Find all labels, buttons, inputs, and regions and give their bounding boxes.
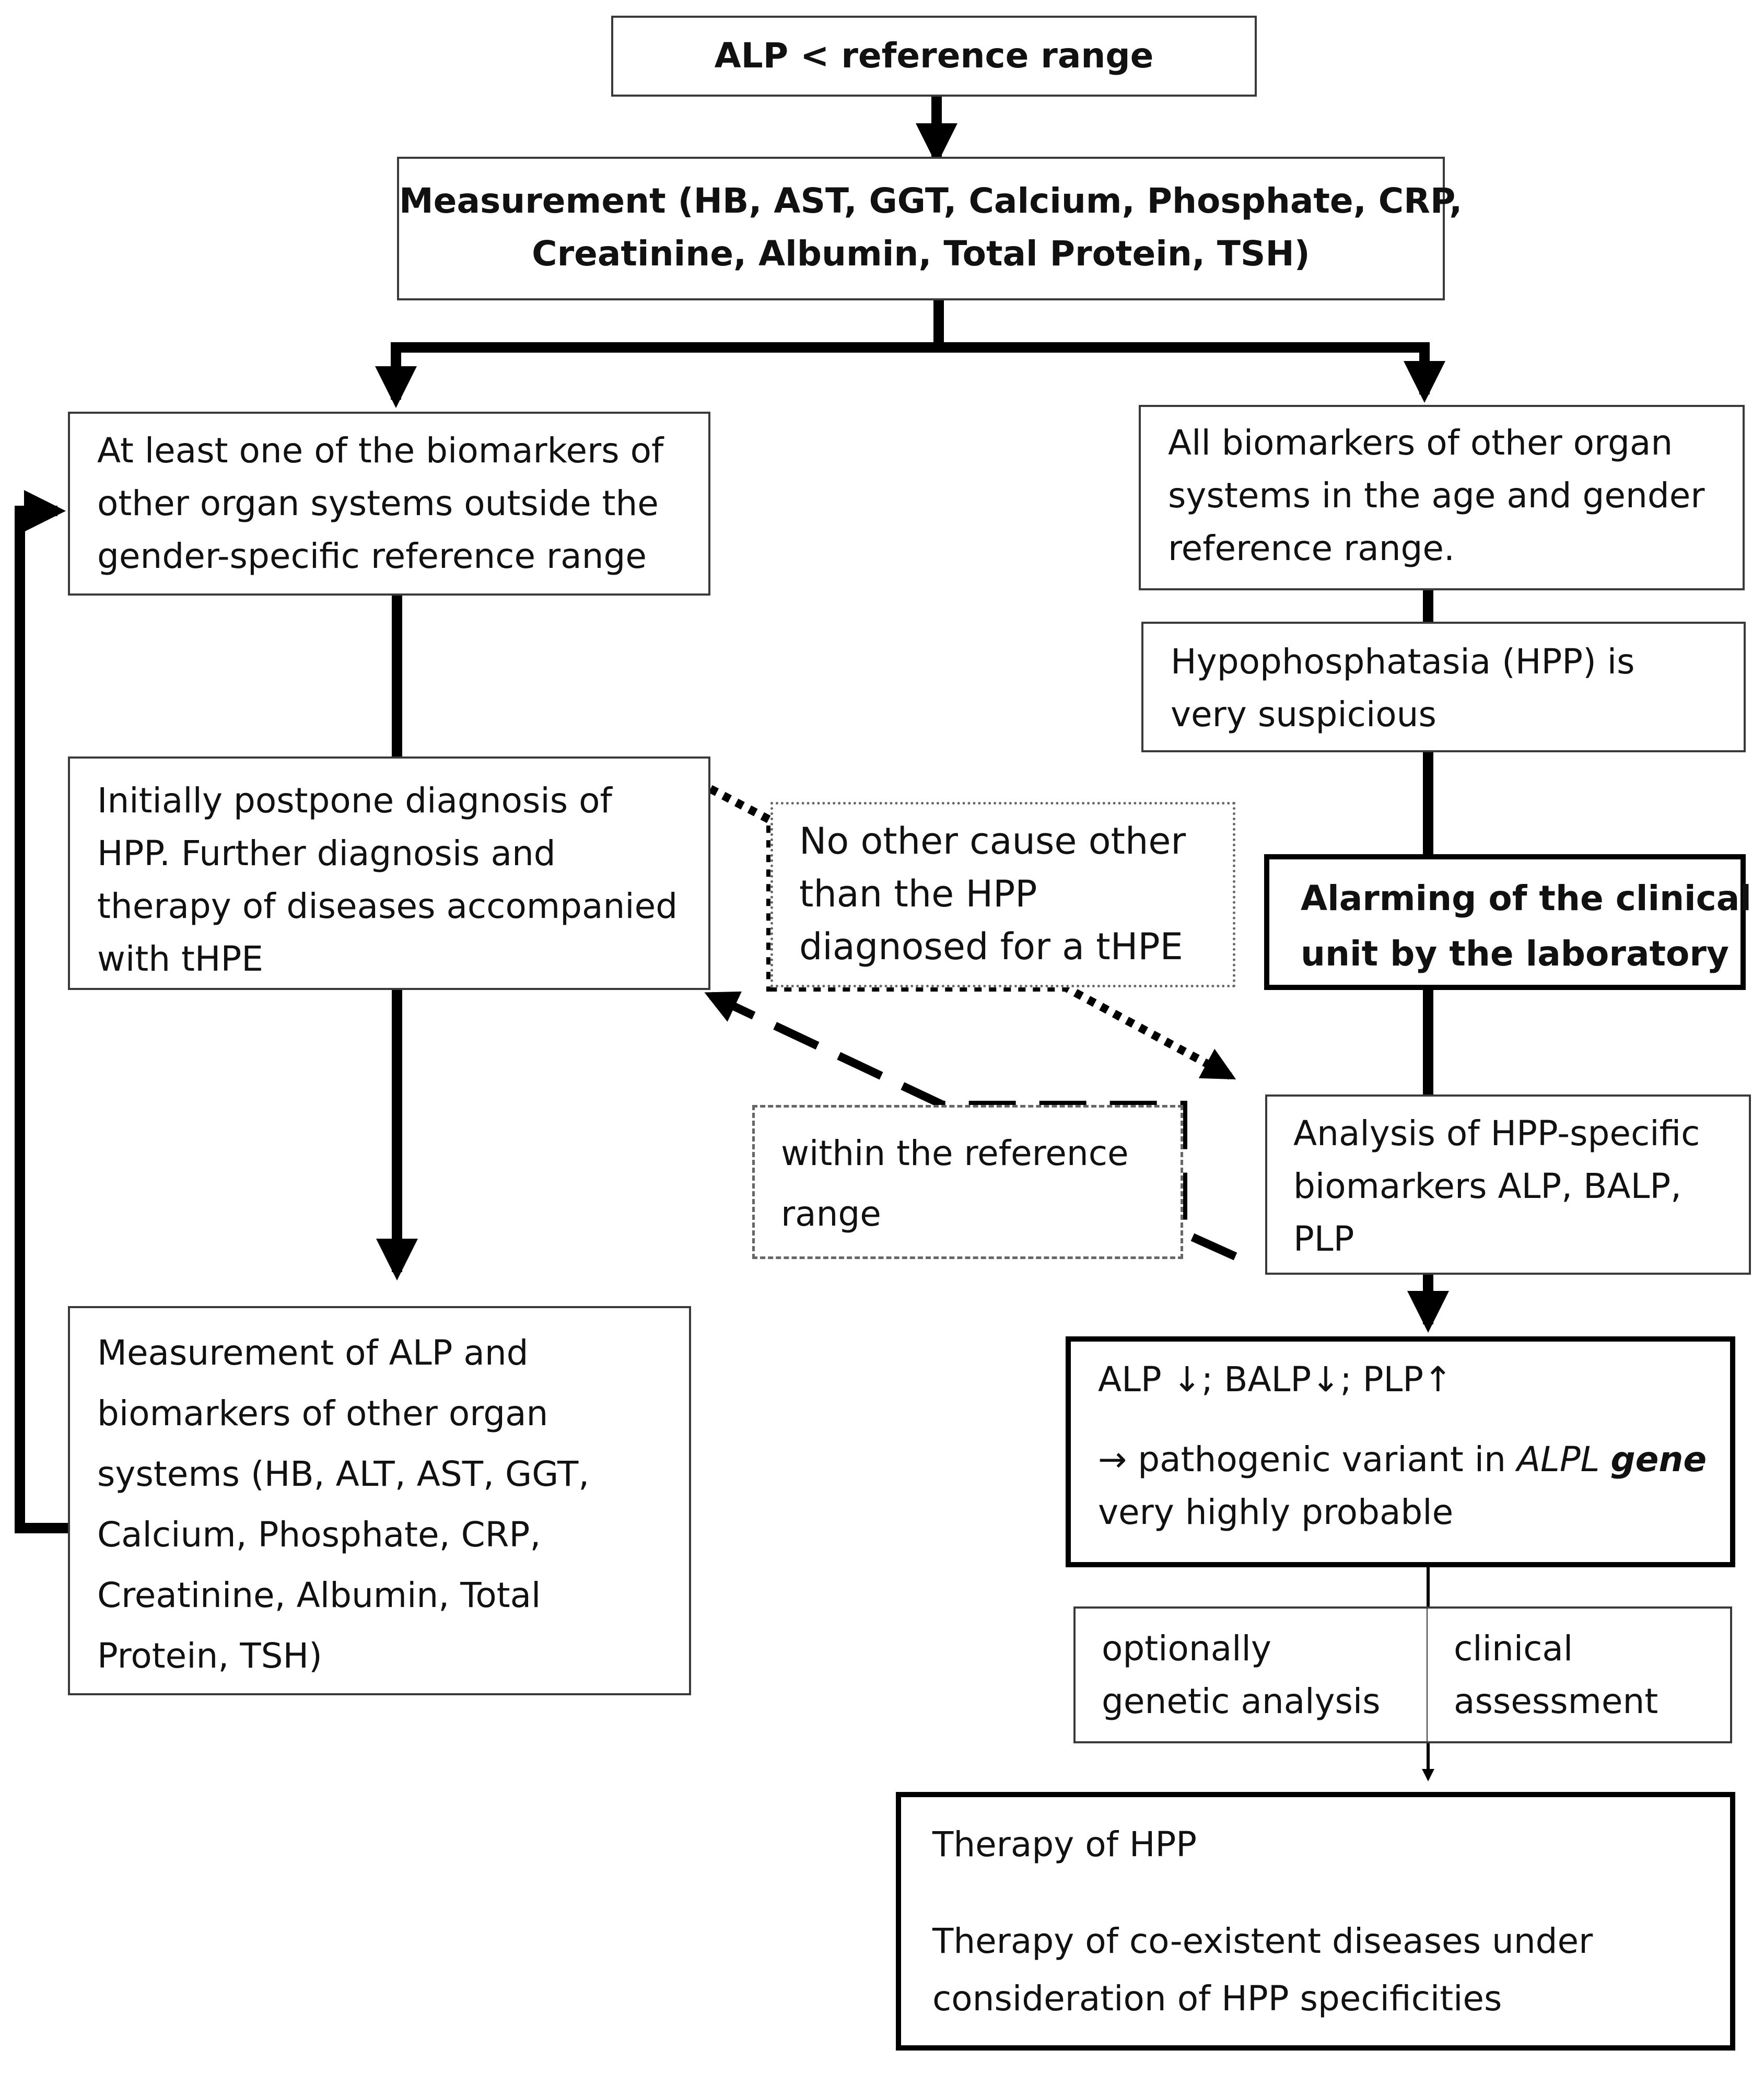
remeasure-line-3: systems (HB, ALT, AST, GGT, xyxy=(97,1454,590,1494)
result-gene-italic: ALPL xyxy=(1516,1439,1600,1480)
remeasure-line-4: Calcium, Phosphate, CRP, xyxy=(97,1515,541,1555)
in-range-line-3: reference range. xyxy=(1168,528,1455,568)
postpone-node: Initially postpone diagnosis of HPP. Fur… xyxy=(68,756,710,990)
analysis-node: Analysis of HPP-specific biomarkers ALP,… xyxy=(1265,1094,1751,1275)
remeasure-line-1: Measurement of ALP and xyxy=(97,1333,529,1373)
genetic-analysis-node: optionally genetic analysis xyxy=(1073,1606,1429,1743)
measurement-line-2: Creatinine, Albumin, Total Protein, TSH) xyxy=(532,234,1310,274)
in-range-line-2: systems in the age and gender xyxy=(1168,475,1705,516)
hpp-suspicious-line-2: very suspicious xyxy=(1171,694,1436,735)
analysis-line-3: PLP xyxy=(1293,1219,1354,1259)
analysis-line-2: biomarkers ALP, BALP, xyxy=(1293,1166,1682,1206)
in-range-node: All biomarkers of other organ systems in… xyxy=(1139,405,1745,590)
no-other-cause-line-1: No other cause other xyxy=(799,820,1186,863)
start-node: ALP < reference range xyxy=(611,16,1257,97)
in-range-line-1: All biomarkers of other organ xyxy=(1168,423,1673,463)
clinical-line-1: clinical xyxy=(1454,1628,1573,1669)
dashed-arrow-analysis-to-postpone xyxy=(704,991,1237,1261)
outside-range-node: At least one of the biomarkers of other … xyxy=(68,412,710,596)
result-node: ALP ↓; BALP↓; PLP↑ → pathogenic variant … xyxy=(1066,1336,1735,1567)
result-line-2: → pathogenic variant in ALPL gene xyxy=(1098,1433,1730,1486)
therapy-line-2: Therapy of co-existent diseases under xyxy=(932,1921,1593,1961)
start-line-1: ALP < reference range xyxy=(714,36,1154,76)
measurement-line-1: Measurement (HB, AST, GGT, Calcium, Phos… xyxy=(399,181,1463,221)
measurement-node: Measurement (HB, AST, GGT, Calcium, Phos… xyxy=(397,157,1463,300)
alarming-line-2: unit by the laboratory xyxy=(1301,934,1729,974)
postpone-line-1: Initially postpone diagnosis of xyxy=(97,781,612,821)
remeasure-line-6: Protein, TSH) xyxy=(97,1636,322,1676)
remeasure-line-2: biomarkers of other organ xyxy=(97,1393,548,1434)
hpp-suspicious-node: Hypophosphatasia (HPP) is very suspiciou… xyxy=(1141,622,1746,752)
alarming-node: Alarming of the clinical unit by the lab… xyxy=(1264,854,1751,990)
postpone-line-2: HPP. Further diagnosis and xyxy=(97,833,556,874)
no-other-cause-line-2: than the HPP xyxy=(799,872,1037,915)
result-line-1: ALP ↓; BALP↓; PLP↑ xyxy=(1098,1359,1453,1400)
remeasure-line-5: Creatinine, Albumin, Total xyxy=(97,1575,541,1615)
no-other-cause-line-3: diagnosed for a tHPE xyxy=(799,925,1183,968)
analysis-line-1: Analysis of HPP-specific xyxy=(1293,1113,1700,1154)
within-range-line-2: range xyxy=(781,1194,881,1234)
remeasure-node: Measurement of ALP and biomarkers of oth… xyxy=(68,1306,691,1695)
dotted-arrow-postpone-to-analysis xyxy=(708,785,1236,1080)
postpone-line-3: therapy of diseases accompanied xyxy=(97,886,678,926)
therapy-node: Therapy of HPP Therapy of co-existent di… xyxy=(896,1792,1735,2051)
result-line-2-prefix: → pathogenic variant in xyxy=(1098,1439,1517,1480)
within-range-line-1: within the reference xyxy=(781,1133,1129,1173)
result-line-3: very highly probable xyxy=(1098,1492,1454,1532)
alarming-line-1: Alarming of the clinical xyxy=(1301,878,1751,918)
outside-range-line-2: other organ systems outside the xyxy=(97,483,659,523)
outside-range-line-3: gender-specific reference range xyxy=(97,536,647,576)
outside-range-line-1: At least one of the biomarkers of xyxy=(97,430,664,471)
therapy-line-1: Therapy of HPP xyxy=(932,1824,1197,1865)
genetic-line-1: optionally xyxy=(1102,1628,1271,1669)
clinical-assessment-node: clinical assessment xyxy=(1427,1606,1732,1743)
result-gene-word: gene xyxy=(1610,1439,1707,1480)
therapy-line-3: consideration of HPP specificities xyxy=(932,1978,1502,2019)
within-range-node: within the reference range xyxy=(752,1105,1183,1259)
genetic-line-2: genetic analysis xyxy=(1102,1681,1381,1721)
no-other-cause-node: No other cause other than the HPP diagno… xyxy=(770,802,1235,987)
postpone-line-4: with tHPE xyxy=(97,939,264,979)
clinical-line-2: assessment xyxy=(1454,1681,1658,1721)
hpp-suspicious-line-1: Hypophosphatasia (HPP) is xyxy=(1171,642,1635,682)
